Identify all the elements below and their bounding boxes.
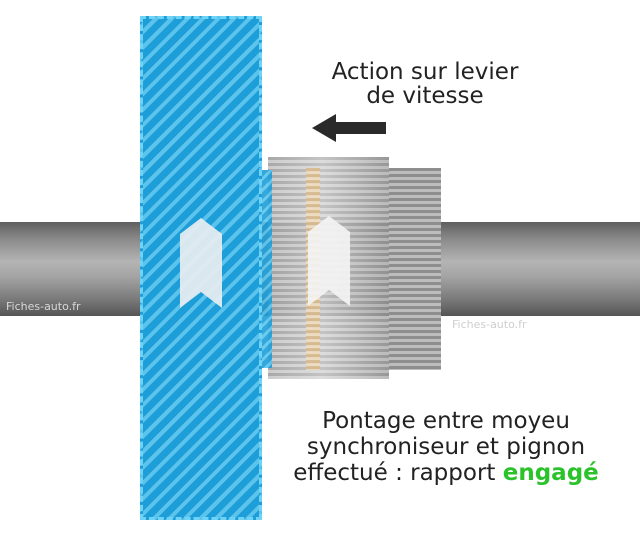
result-line-2: synchroniseur et pignon bbox=[306, 434, 586, 460]
up-chevron-icon bbox=[308, 216, 350, 306]
watermark: Fiches-auto.fr bbox=[6, 300, 81, 313]
watermark: Fiches-auto.fr bbox=[452, 318, 527, 331]
hub-sleeve-overlap bbox=[262, 170, 272, 368]
result-line-1: Pontage entre moyeu bbox=[322, 408, 570, 434]
action-line-1: Action sur levier bbox=[331, 59, 519, 85]
result-prefix: effectué : rapport bbox=[293, 460, 503, 486]
pinion-teeth bbox=[389, 168, 441, 370]
engaged-status: engagé bbox=[502, 460, 599, 486]
action-line-2: de vitesse bbox=[366, 83, 484, 109]
up-chevron-icon bbox=[180, 218, 222, 308]
result-line-3: effectué : rapport engagé bbox=[270, 460, 622, 486]
left-arrow-icon bbox=[312, 114, 386, 142]
action-label: Action sur levier de vitesse bbox=[300, 60, 550, 108]
result-label: Pontage entre moyeu synchroniseur et pig… bbox=[270, 408, 622, 486]
